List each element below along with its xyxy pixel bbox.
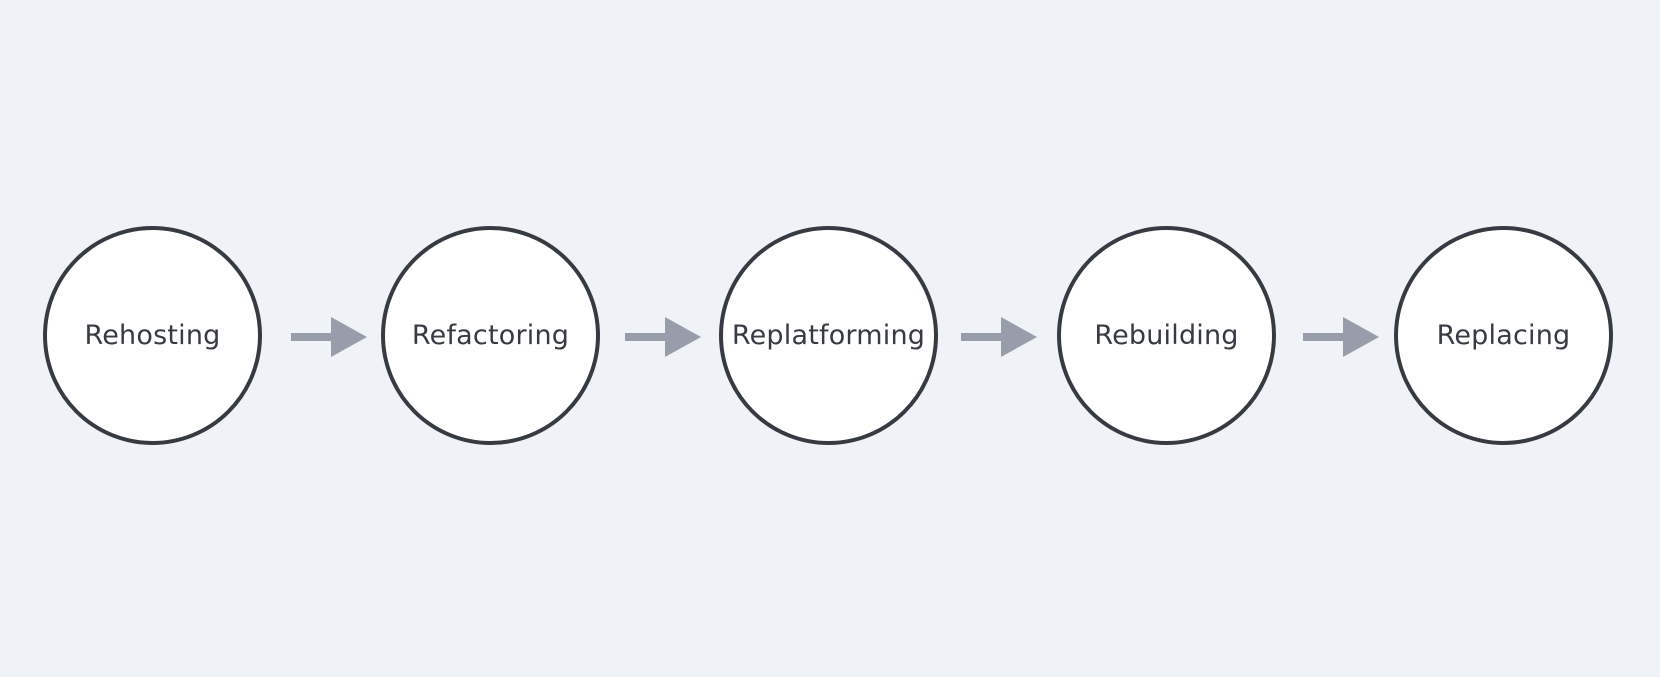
arrow-right-icon — [961, 317, 1037, 357]
step-label: Refactoring — [411, 320, 570, 351]
arrow-right-icon — [1303, 317, 1379, 357]
step-label: Rehosting — [84, 320, 221, 351]
step-label: Replacing — [1436, 320, 1571, 351]
step-label: Rebuilding — [1094, 320, 1239, 351]
arrow-right-icon — [291, 317, 367, 357]
arrow-right-icon — [625, 317, 701, 357]
step-node-rebuilding: Rebuilding — [1057, 226, 1276, 445]
step-label: Replatforming — [731, 320, 926, 351]
step-node-refactoring: Refactoring — [381, 226, 600, 445]
step-node-replacing: Replacing — [1394, 226, 1613, 445]
step-node-replatforming: Replatforming — [719, 226, 938, 445]
step-node-rehosting: Rehosting — [43, 226, 262, 445]
